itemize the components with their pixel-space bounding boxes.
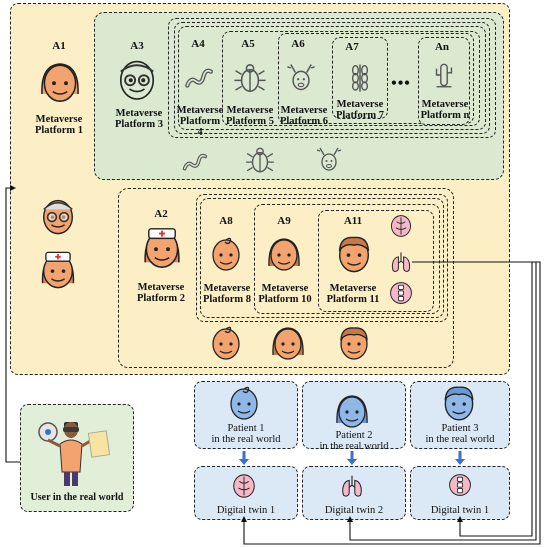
agent-label-a9: A9 — [277, 215, 291, 227]
platform-label-3: Metaverse Platform 3 — [114, 108, 164, 130]
platform-box-11 — [318, 210, 434, 312]
agent-label-a7: A7 — [345, 41, 359, 53]
beetle-icon — [232, 60, 268, 96]
worm-icon — [180, 148, 208, 176]
platform-label-1: Metaverse Platform 1 — [34, 114, 84, 136]
agent-label-a3: A3 — [130, 40, 144, 52]
man-avatar-icon — [338, 236, 370, 276]
wheat-icon — [343, 60, 377, 94]
old-man-glasses-icon — [36, 194, 80, 238]
deer-icon — [314, 144, 344, 174]
agent-label-a5: A5 — [241, 38, 255, 50]
twin-label-1: Digital twin 1 — [216, 505, 276, 516]
twin-label-2: Digital twin 2 — [324, 505, 384, 516]
brain-icon — [388, 212, 414, 240]
spine-icon — [447, 471, 473, 499]
baby-icon — [206, 237, 246, 276]
platform-label-10: Metaverse Platform 10 — [258, 283, 312, 305]
agent-label-a1: A1 — [52, 40, 66, 52]
platform-label-11: Metaverse Platform 11 — [326, 283, 380, 305]
platform-label-n: Metaverse Platform n — [420, 99, 470, 121]
platform-label-5: Metaverse Platform 5 — [225, 105, 275, 127]
beetle-icon — [244, 144, 276, 176]
twin-label-3: Digital twin 1 — [430, 505, 490, 516]
agent-label-an: An — [434, 41, 450, 53]
woman-avatar-icon — [268, 238, 300, 276]
platform-label-6: Metaverse Platform 6 — [279, 105, 329, 127]
patient-label-1: Patient 1 in the real world — [211, 423, 281, 445]
cactus-icon — [428, 58, 460, 92]
brain-icon — [230, 471, 258, 501]
agent-label-a4: A4 — [191, 38, 205, 50]
lungs-icon — [388, 248, 414, 276]
vr-user-illustration — [38, 422, 111, 486]
user-label: User in the real world — [30, 492, 124, 503]
worm-icon — [182, 62, 214, 94]
platform-label-2: Metaverse Platform 2 — [136, 282, 186, 304]
platform-label-7: Metaverse Platform 7 — [335, 99, 385, 121]
patient-label-3: Patient 3 in the real world — [425, 423, 495, 445]
patient-label-2: Patient 2 in the real world — [319, 430, 389, 452]
platform-box-7 — [332, 37, 388, 119]
nurse-icon — [41, 251, 75, 292]
man-avatar-icon — [340, 327, 368, 364]
old-man-glasses-icon — [112, 54, 162, 104]
nurse-icon — [144, 228, 180, 272]
spine-icon — [388, 280, 414, 306]
patient-2-icon — [336, 395, 368, 432]
platform-label-4: Metaverse Platform 4 — [176, 105, 224, 138]
agent-label-a8: A8 — [219, 215, 233, 227]
user-box — [20, 404, 134, 512]
baby-icon — [206, 326, 246, 364]
agent-label-a2: A2 — [154, 208, 168, 220]
patient-3-icon — [444, 386, 474, 424]
agent-label-a11: A11 — [343, 215, 363, 227]
woman-avatar-icon — [41, 63, 79, 106]
woman-avatar-icon — [272, 327, 304, 364]
patient-1-icon — [224, 386, 264, 424]
platform-box-n — [418, 37, 470, 125]
agent-label-a6: A6 — [291, 38, 305, 50]
platform-label-8: Metaverse Platform 8 — [202, 283, 252, 305]
twin-box-2 — [302, 466, 406, 520]
lungs-icon — [338, 471, 366, 501]
ellipsis: ••• — [391, 75, 411, 92]
deer-icon — [284, 60, 318, 94]
